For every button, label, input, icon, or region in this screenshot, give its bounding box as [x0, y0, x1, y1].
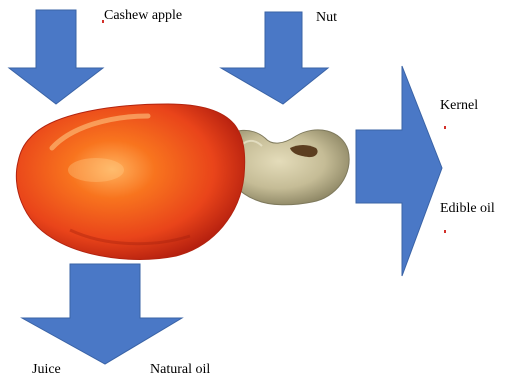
- arrow-down-nut: [221, 12, 328, 104]
- decorative-tick: [444, 230, 446, 233]
- cashew-apple-image: [16, 104, 244, 259]
- label-natural-oil: Natural oil: [150, 362, 210, 378]
- arrow-down-products: [22, 264, 182, 364]
- decorative-tick: [102, 20, 104, 23]
- label-kernel: Kernel: [440, 98, 478, 114]
- label-cashew-apple: Cashew apple: [104, 8, 182, 24]
- arrow-right-products: [356, 66, 442, 276]
- decorative-tick: [444, 126, 446, 129]
- arrow-down-cashew-apple: [9, 10, 103, 104]
- label-edible-oil: Edible oil: [440, 201, 495, 217]
- label-juice: Juice: [32, 362, 61, 378]
- label-nut: Nut: [316, 10, 337, 26]
